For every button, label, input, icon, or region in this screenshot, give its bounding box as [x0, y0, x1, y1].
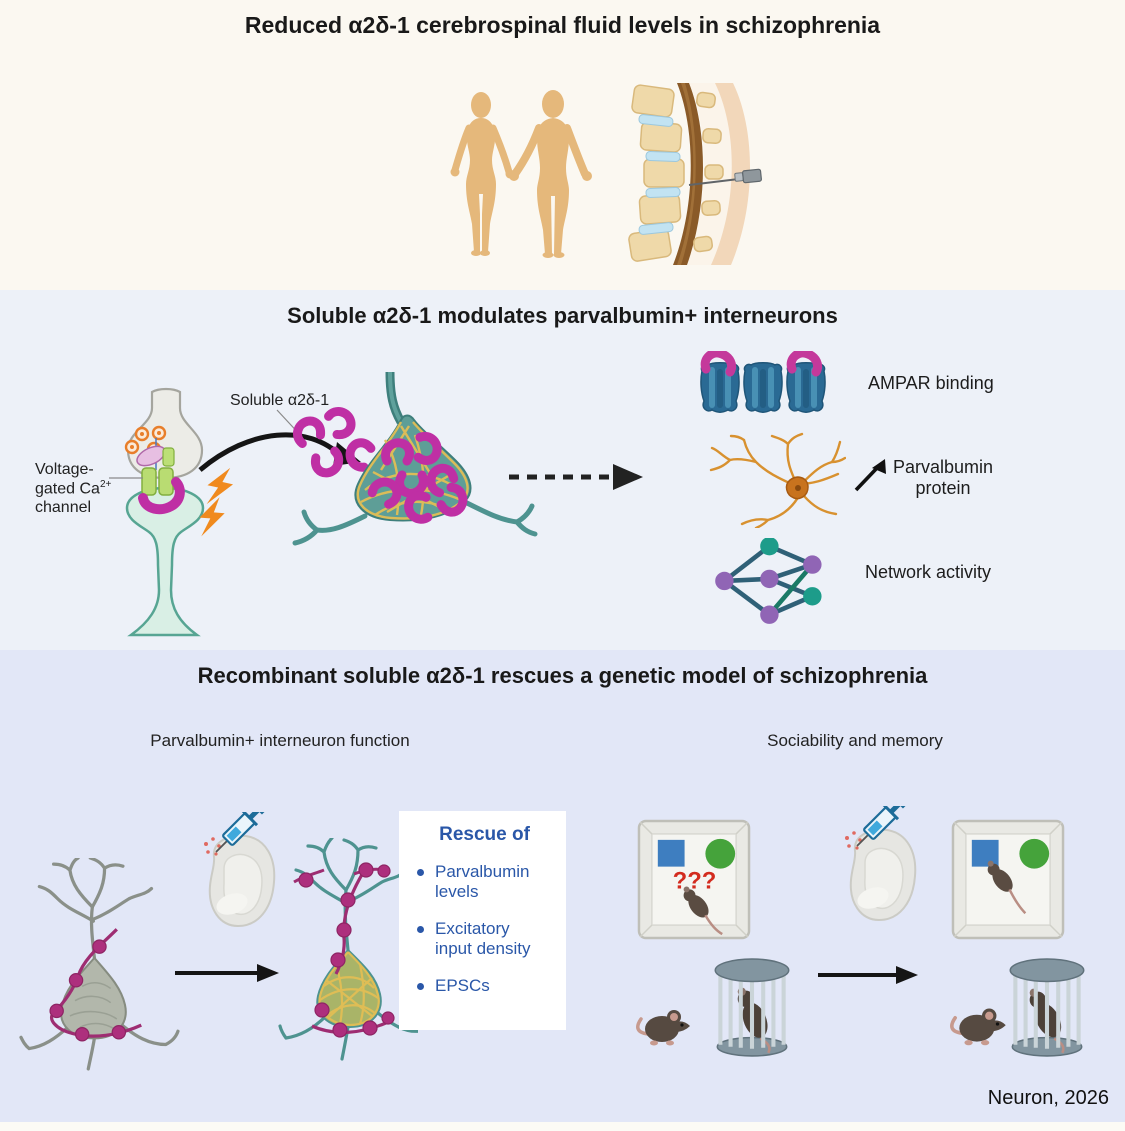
bullet-dot — [417, 869, 424, 876]
right-subheading: Sociability and memory — [767, 731, 943, 750]
bullet-dot — [417, 983, 424, 991]
spinal-cord-canal — [673, 83, 703, 265]
cage-bars — [718, 975, 786, 1049]
rescued-neuron-illustration — [278, 838, 418, 1061]
rescue-list: Parvalbumin levels Excitatory input dens… — [413, 862, 556, 996]
top-title: Reduced α2δ-1 cerebrospinal fluid levels… — [244, 12, 881, 38]
membrane-alpha2delta — [138, 477, 185, 515]
skin-band — [711, 83, 750, 265]
rescue-bullet-text: Excitatory input density — [435, 919, 531, 959]
ampar-receptors-icon — [700, 351, 826, 413]
rescue-bullet-text: EPSCs — [435, 976, 490, 996]
parvalbumin-protein-label: Parvalbumin protein — [892, 457, 994, 498]
rescue-bullet: Parvalbumin levels — [417, 862, 556, 902]
channel-label-line1: Voltage- — [35, 461, 94, 478]
bullet-dot — [417, 926, 424, 934]
test-mouse — [636, 1010, 690, 1046]
channel-side-subunit — [162, 447, 175, 467]
confusion-question-marks: ??? — [673, 867, 717, 894]
cage-bars — [1013, 975, 1081, 1049]
brain-injection-illustration — [845, 806, 917, 922]
journal-citation: Neuron, 2026 — [987, 1087, 1109, 1109]
synaptic-boutons — [298, 862, 395, 1038]
voltage-gated-ca-channel — [141, 467, 174, 496]
dashed-arrow — [509, 464, 643, 490]
voltage-gated-channel-label: Voltage- gated Ca2+ channel — [35, 461, 145, 518]
rescue-box: Rescue of Parvalbumin levels Excitatory … — [399, 811, 566, 1030]
soluble-alpha2delta-molecules — [293, 407, 371, 476]
rescue-bullet: Excitatory input density — [417, 919, 556, 959]
increase-arrow-icon — [854, 459, 886, 492]
wire-cage-with-mouse — [714, 958, 790, 1057]
novel-object-arena-before: ??? — [637, 819, 751, 940]
human-couple-illustration — [450, 90, 592, 258]
injection-site-dots — [845, 831, 862, 850]
arrow-right-section — [818, 966, 918, 984]
vertebrae — [628, 84, 724, 262]
ampar-binding-label: AMPAR binding — [868, 373, 994, 393]
channel-label-sup: 2+ — [99, 479, 112, 491]
male-silhouette — [509, 90, 592, 258]
bottom-strip — [0, 1122, 1125, 1131]
ampar-receptor — [700, 351, 826, 413]
test-mouse — [950, 1008, 1006, 1046]
wire-cage-with-mouse — [1009, 958, 1085, 1057]
channel-label-line2: gated Ca — [35, 480, 100, 498]
perineuronal-net — [318, 951, 380, 1027]
synapse-to-interneuron-illustration — [109, 371, 538, 637]
green-circle-object — [705, 838, 736, 869]
network-activity-icon — [715, 538, 822, 624]
blue-square-object — [971, 839, 999, 867]
brain-injection-illustration — [204, 812, 276, 928]
middle-title: Soluble α2δ-1 modulates parvalbumin+ int… — [287, 303, 838, 328]
pv-neuron-icon — [709, 432, 846, 528]
pv-interneuron — [292, 371, 538, 546]
injection-site-dots — [204, 837, 221, 856]
left-subheading: Parvalbumin+ interneuron function — [150, 731, 410, 750]
soluble-alpha2delta-label: Soluble α2δ-1 — [230, 392, 330, 409]
rescue-bullet-text: Parvalbumin levels — [435, 862, 530, 902]
deficient-neuron-illustration — [19, 858, 180, 1071]
network-nodes — [715, 538, 822, 624]
blue-square-object — [657, 839, 685, 867]
lightning-bolt-icon — [203, 464, 237, 509]
female-silhouette — [450, 92, 515, 256]
novel-object-arena-after — [951, 819, 1065, 940]
syringe-icon — [856, 806, 906, 847]
spine-lumbar-puncture-illustration — [628, 83, 762, 265]
intervertebral-discs — [638, 114, 681, 235]
rescue-bullet: EPSCs — [417, 976, 556, 996]
green-circle-object — [1019, 838, 1050, 869]
rescue-box-title: Rescue of — [439, 824, 530, 845]
mouse-in-arena — [987, 860, 1027, 915]
channel-label-line3: channel — [35, 499, 92, 517]
mouse-in-arena — [683, 886, 723, 936]
synaptic-boutons — [49, 939, 127, 1042]
arrow-left-section — [175, 964, 279, 982]
bottom-title: Recombinant soluble α2δ-1 rescues a gene… — [197, 663, 928, 688]
syringe-icon — [215, 812, 265, 853]
puncture-needle — [688, 168, 762, 186]
network-activity-label: Network activity — [865, 562, 992, 582]
